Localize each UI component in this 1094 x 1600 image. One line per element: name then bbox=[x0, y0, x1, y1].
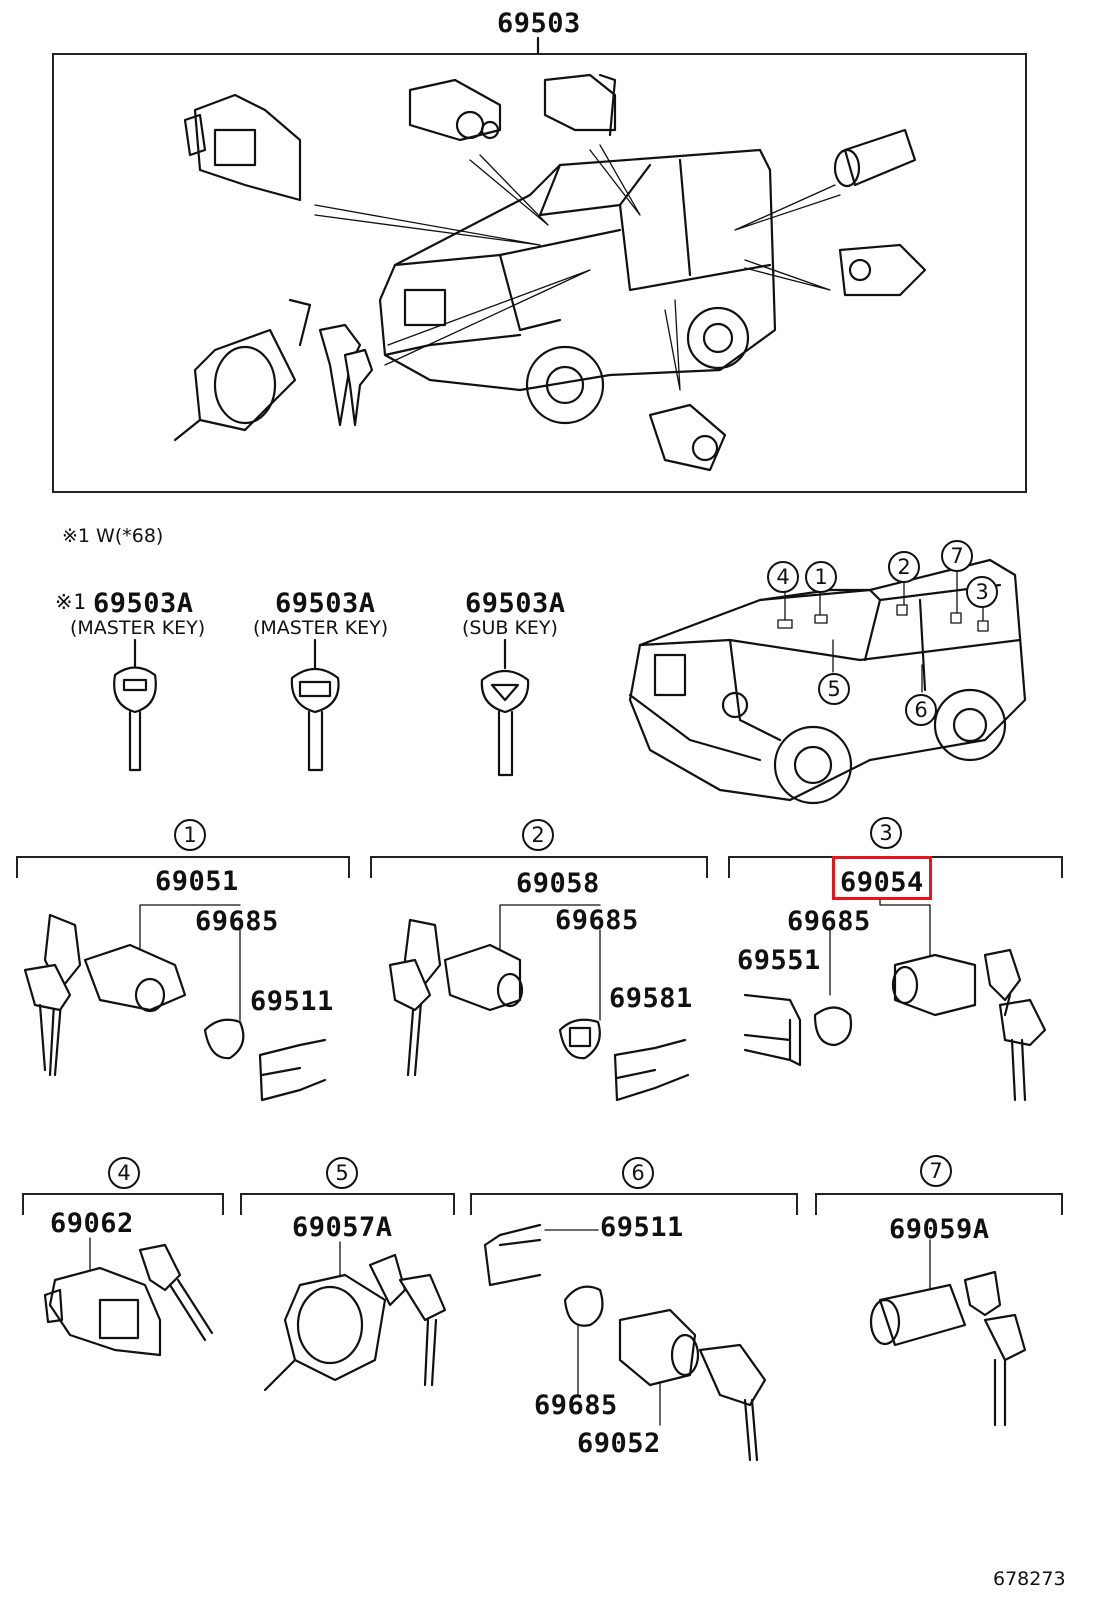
group-row-1-illustrations bbox=[23, 899, 1047, 1102]
locator-marker-2[interactable]: 2 bbox=[888, 551, 920, 583]
locator-marker-5[interactable]: 5 bbox=[818, 673, 850, 705]
group-4-number[interactable]: 4 bbox=[108, 1157, 140, 1189]
group-7-bracket bbox=[815, 1193, 1063, 1215]
locator-marker-1[interactable]: 1 bbox=[805, 561, 837, 593]
key-3-sub: (SUB KEY) bbox=[462, 617, 558, 639]
group-7-main-part[interactable]: 69059A bbox=[889, 1214, 990, 1245]
group-4-bracket bbox=[22, 1193, 224, 1215]
group-1-part-a[interactable]: 69685 bbox=[195, 906, 279, 937]
key-1-sub: (MASTER KEY) bbox=[70, 617, 206, 639]
group-2-part-b[interactable]: 69581 bbox=[609, 983, 693, 1014]
keys-illustration bbox=[113, 638, 530, 777]
group-6-number[interactable]: 6 bbox=[622, 1157, 654, 1189]
group-1-bracket bbox=[16, 856, 350, 878]
group-5-bracket bbox=[240, 1193, 455, 1215]
locator-marker-6[interactable]: 6 bbox=[905, 694, 937, 726]
group-5-number[interactable]: 5 bbox=[326, 1157, 358, 1189]
group-row-2-illustrations bbox=[43, 1223, 1027, 1462]
group-2-part-a[interactable]: 69685 bbox=[555, 905, 639, 936]
key-2-label[interactable]: 69503A bbox=[275, 588, 376, 619]
group-2-bracket bbox=[370, 856, 708, 878]
group-5-main-part[interactable]: 69057A bbox=[292, 1212, 393, 1243]
group-4-main-part[interactable]: 69062 bbox=[50, 1208, 134, 1239]
group-3-number[interactable]: 3 bbox=[870, 817, 902, 849]
group-2-main-part[interactable]: 69058 bbox=[516, 868, 600, 899]
fitment-note: ※1 W(*68) bbox=[62, 525, 164, 547]
group-3-main-part[interactable]: 69054 bbox=[840, 867, 924, 898]
highlight-box bbox=[832, 856, 932, 900]
group-3-part-a[interactable]: 69685 bbox=[787, 906, 871, 937]
assembly-frame bbox=[52, 53, 1027, 493]
group-1-main-part[interactable]: 69051 bbox=[155, 866, 239, 897]
assembly-illustration bbox=[173, 36, 927, 472]
key-1-prefix: ※1 bbox=[55, 590, 87, 614]
group-7-number[interactable]: 7 bbox=[920, 1155, 952, 1187]
group-6-part-a[interactable]: 69511 bbox=[600, 1212, 684, 1243]
group-3-part-b[interactable]: 69551 bbox=[737, 945, 821, 976]
group-1-number[interactable]: 1 bbox=[174, 819, 206, 851]
diagram-code: 678273 bbox=[993, 1568, 1066, 1590]
group-6-bracket bbox=[470, 1193, 798, 1215]
group-6-main-part[interactable]: 69052 bbox=[577, 1428, 661, 1459]
key-1-label[interactable]: 69503A bbox=[93, 588, 194, 619]
locator-marker-3[interactable]: 3 bbox=[966, 576, 998, 608]
key-3-label[interactable]: 69503A bbox=[465, 588, 566, 619]
key-2-sub: (MASTER KEY) bbox=[253, 617, 389, 639]
group-2-number[interactable]: 2 bbox=[522, 819, 554, 851]
locator-marker-4[interactable]: 4 bbox=[767, 561, 799, 593]
locator-marker-7[interactable]: 7 bbox=[941, 540, 973, 572]
group-1-part-b[interactable]: 69511 bbox=[250, 986, 334, 1017]
assembly-label[interactable]: 69503 bbox=[497, 8, 581, 39]
group-6-part-b[interactable]: 69685 bbox=[534, 1390, 618, 1421]
